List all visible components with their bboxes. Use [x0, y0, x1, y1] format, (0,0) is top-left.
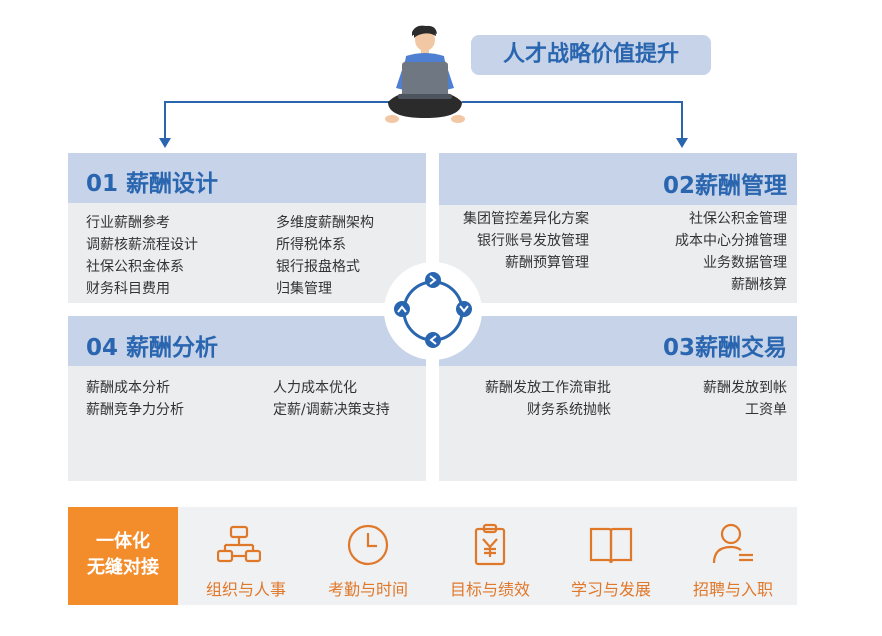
list-item: 多维度薪酬架构	[276, 215, 374, 231]
cycle-icon	[384, 262, 482, 360]
quadrant-title: 02薪酬管理	[662, 173, 787, 199]
module-label: 考勤与时间	[327, 580, 408, 599]
quadrant-title: 03薪酬交易	[662, 335, 787, 361]
item-list-left: 集团管控差异化方案 银行账号发放管理 薪酬预算管理	[463, 208, 589, 274]
list-item: 人力成本优化	[273, 380, 357, 396]
list-item: 社保公积金管理	[689, 211, 787, 227]
item-list-right: 人力成本优化 定薪/调薪决策支持	[273, 377, 390, 421]
module-bar	[178, 507, 797, 605]
item-list-right: 多维度薪酬架构 所得税体系 银行报盘格式 归集管理	[276, 212, 374, 300]
list-item: 财务科目费用	[86, 281, 170, 297]
item-list-left: 薪酬成本分析 薪酬竞争力分析	[86, 377, 184, 421]
list-item: 行业薪酬参考	[86, 215, 170, 231]
module-label: 学习与发展	[570, 580, 651, 599]
list-item: 薪酬成本分析	[86, 380, 170, 396]
quadrant-title: 04 薪酬分析	[86, 335, 219, 361]
list-item: 定薪/调薪决策支持	[273, 402, 390, 418]
list-item: 薪酬发放到帐	[703, 380, 787, 396]
module-label: 招聘与入职	[692, 580, 773, 599]
list-item: 银行报盘格式	[276, 259, 360, 275]
org-chart-icon	[217, 525, 261, 563]
quadrant-header	[439, 153, 797, 205]
list-item: 所得税体系	[276, 237, 346, 253]
quadrant-header	[439, 316, 797, 366]
clipboard-yen-icon	[474, 523, 506, 566]
list-item: 财务系统抛帐	[527, 402, 611, 418]
integration-label-line1: 一体化	[96, 531, 150, 552]
list-item: 调薪核薪流程设计	[86, 237, 198, 253]
list-item: 薪酬竞争力分析	[86, 402, 184, 418]
list-item: 薪酬预算管理	[505, 255, 589, 271]
list-item: 银行账号发放管理	[477, 233, 589, 249]
item-list-left: 薪酬发放工作流审批 财务系统抛帐	[485, 377, 611, 421]
book-icon	[589, 527, 633, 564]
module-label: 目标与绩效	[449, 580, 530, 599]
quadrant-title: 01 薪酬设计	[86, 171, 219, 197]
list-item: 工资单	[745, 402, 787, 418]
list-item: 薪酬发放工作流审批	[485, 380, 611, 396]
integration-badge: 一体化 无缝对接	[68, 507, 178, 605]
item-list-right: 薪酬发放到帐 工资单	[703, 377, 787, 421]
quadrant-header	[68, 153, 426, 203]
list-item: 归集管理	[276, 281, 332, 297]
list-item: 社保公积金体系	[86, 259, 184, 275]
list-item: 业务数据管理	[703, 255, 787, 271]
page-title: 人才战略价值提升	[471, 35, 711, 75]
quadrant-header	[68, 316, 426, 366]
person-laptop-illustration	[385, 25, 465, 123]
module-label: 组织与人事	[205, 580, 286, 599]
item-list-right: 社保公积金管理 成本中心分摊管理 业务数据管理 薪酬核算	[675, 208, 787, 296]
list-item: 集团管控差异化方案	[463, 211, 589, 227]
clock-icon	[347, 524, 389, 566]
integration-label-line2: 无缝对接	[87, 557, 159, 578]
list-item: 成本中心分摊管理	[675, 233, 787, 249]
item-list-left: 行业薪酬参考 调薪核薪流程设计 社保公积金体系 财务科目费用	[86, 212, 198, 300]
list-item: 薪酬核算	[731, 277, 787, 293]
person-list-icon	[712, 523, 753, 564]
